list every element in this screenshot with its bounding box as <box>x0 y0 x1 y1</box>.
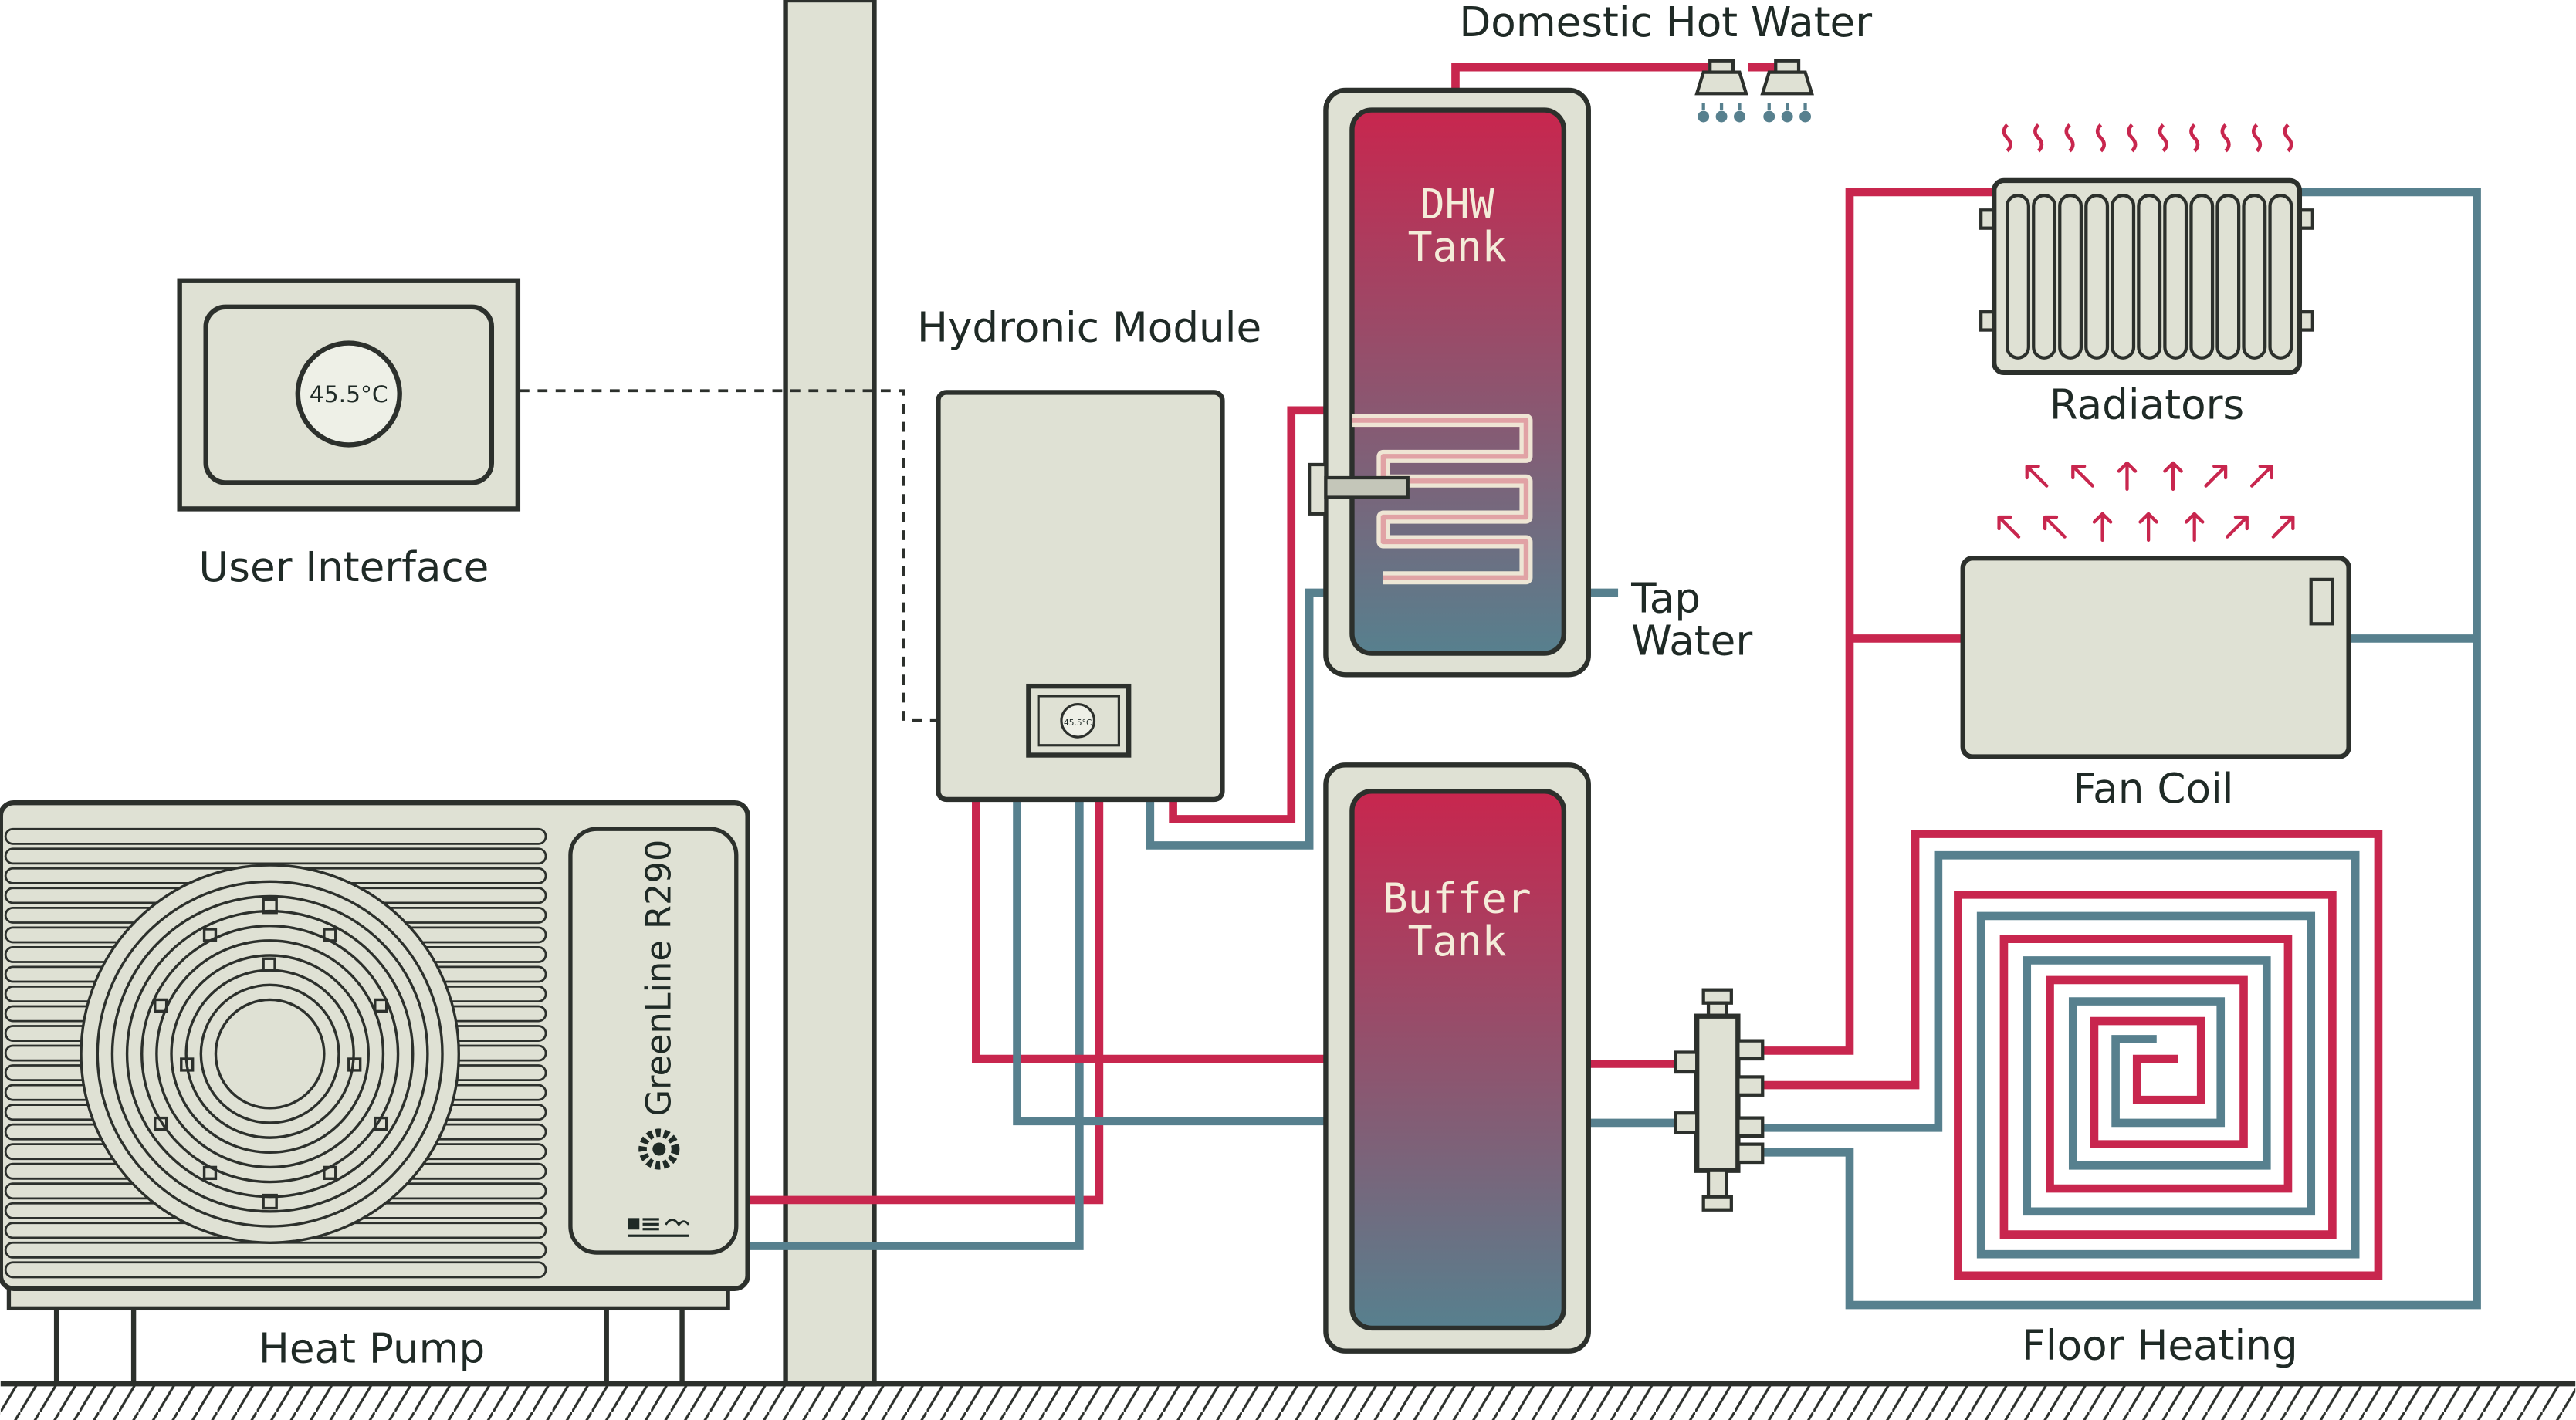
brand-logo-icon <box>638 1128 680 1170</box>
shower-head-icon <box>1760 59 1814 123</box>
ground <box>0 1381 2576 1420</box>
dhw-tank <box>1308 87 1591 678</box>
wall <box>783 0 877 1387</box>
hydronic-module: 45.5°C <box>936 390 1225 803</box>
certification-label-icon <box>628 1218 690 1237</box>
heat-pump-label: Heat Pump <box>259 1325 485 1373</box>
buffer-tank-label-1: Buffer <box>1383 875 1532 923</box>
module-display: 45.5°C <box>1064 718 1092 728</box>
floor-heating-label: Floor Heating <box>2022 1321 2297 1369</box>
radiator <box>1979 123 2314 376</box>
tap-water-label-1: Tap <box>1630 574 1701 622</box>
user-interface-unit: 45.5°C <box>177 278 521 512</box>
shower-heads <box>1694 59 1814 123</box>
user-interface-display: 45.5°C <box>310 381 388 408</box>
hydronic-module-label: Hydronic Module <box>917 303 1261 351</box>
airflow-arrows-icon <box>1997 461 2295 542</box>
immersion-heater <box>1308 462 1328 516</box>
domestic-hot-water-label: Domestic Hot Water <box>1459 0 1872 46</box>
thermostat-dial-icon <box>295 340 402 448</box>
user-interface-label: User Interface <box>198 543 489 591</box>
heat-pump-unit: GreenLine R290 <box>0 800 750 1384</box>
fan-coil-label: Fan Coil <box>2073 765 2234 813</box>
heat-pump-brand: GreenLine R290 <box>639 840 679 1117</box>
pipes <box>747 63 2481 1310</box>
module-display-icon <box>1060 702 1096 739</box>
dhw-tank-label-2: Tank <box>1408 223 1507 271</box>
heat-waves-icon <box>2002 123 2293 153</box>
tap-water-label-2: Water <box>1631 617 1752 665</box>
shower-head-icon <box>1694 59 1748 123</box>
dhw-tank-label-1: DHW <box>1420 181 1494 228</box>
dhw-coil <box>1352 414 1533 585</box>
buffer-tank-label-2: Tank <box>1408 918 1507 965</box>
radiators-label: Radiators <box>2050 380 2244 428</box>
buffer-tank <box>1323 762 1591 1354</box>
fan-icon <box>80 864 460 1244</box>
fan-coil <box>1960 461 2351 759</box>
manifold <box>1674 988 1765 1212</box>
